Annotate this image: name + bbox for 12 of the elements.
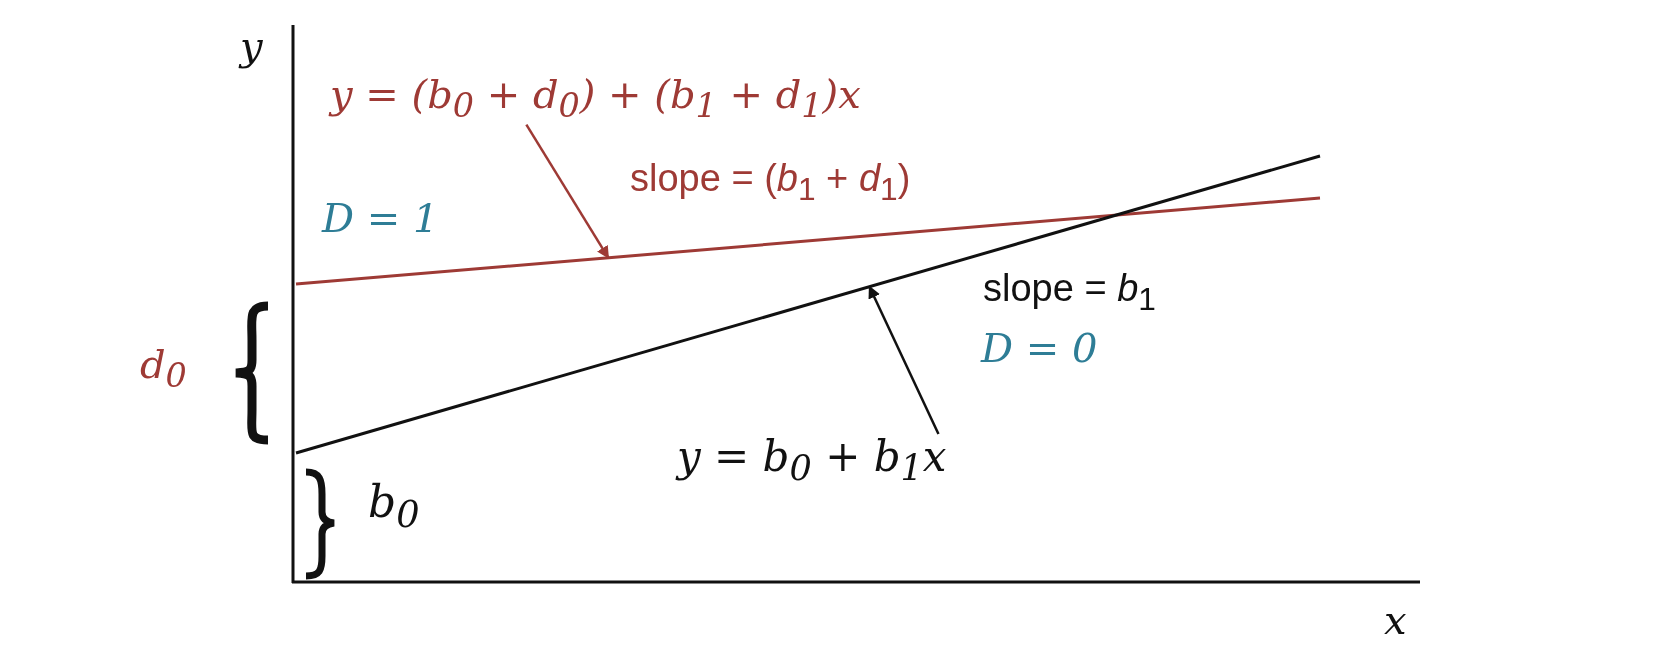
equation: y = (b$_{0}$ + d$_{0}$) + (b$_{1}$ + d$_{1}$)x <box>330 72 861 125</box>
axis-label: x <box>1384 598 1407 642</box>
axis-label: y <box>240 24 263 68</box>
intercept-label: d$_{0}$ <box>140 342 187 395</box>
leader-line <box>868 285 940 435</box>
equation: y = b$_{0}$ + b$_{1}$x <box>677 434 947 488</box>
slope-label: slope = (b$_{1}$ + d$_{1}$) <box>630 158 911 207</box>
slope-label: slope = b$_{1}$ <box>983 268 1156 317</box>
group-label: D = 1 <box>322 196 439 240</box>
leader-line <box>525 124 610 259</box>
group-label: D = 0 <box>981 326 1098 370</box>
intercept-label: b$_{0}$ <box>368 478 420 536</box>
